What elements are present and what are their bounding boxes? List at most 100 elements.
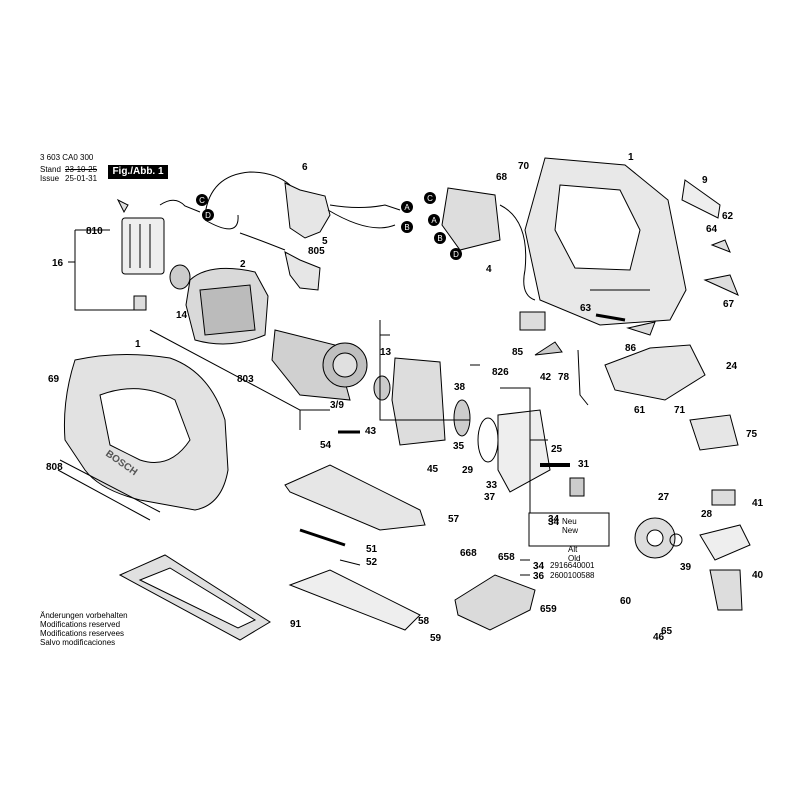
table-row-1-num: 34 [533, 561, 545, 572]
callout-63: 63 [580, 303, 592, 314]
callout-808: 808 [46, 462, 63, 473]
callout-2: 2 [240, 259, 246, 270]
table-new-label: Neu [562, 517, 577, 526]
callout-668: 668 [460, 548, 477, 559]
callout-69: 69 [48, 374, 60, 385]
connector-b-cable: B [401, 221, 413, 233]
svg-text:D: D [453, 250, 459, 259]
brush-holder-assembly [68, 198, 201, 311]
footer-line-en: Modifications reserved [40, 620, 121, 629]
armature [149, 329, 391, 430]
svg-text:A: A [404, 203, 410, 212]
saw-blade-guide [284, 464, 426, 631]
figure-label: Fig./Abb. 1 [108, 165, 168, 179]
table-old-label: Alt [568, 545, 578, 554]
callout-810: 810 [86, 226, 103, 237]
switch [441, 187, 536, 301]
callout-805: 805 [308, 246, 325, 257]
base-plate [118, 554, 271, 641]
callout-58: 58 [418, 616, 430, 627]
connector-c-switch: C [424, 192, 436, 204]
connector-c-left: C [196, 194, 208, 206]
svg-text:B: B [404, 223, 409, 232]
callout-42: 42 [540, 372, 552, 383]
callout-9: 9 [702, 175, 708, 186]
connector-d-left: D [202, 209, 214, 221]
callout-61: 61 [634, 405, 646, 416]
callout-65: 65 [661, 626, 673, 637]
callout-39: 39 [680, 562, 692, 573]
housing-half-left [57, 353, 229, 521]
callout-28: 28 [701, 509, 713, 520]
footer-line-de: Änderungen vorbehalten [40, 611, 128, 620]
callout-67: 67 [723, 299, 735, 310]
callout-27: 27 [658, 492, 670, 503]
callout-24: 24 [726, 361, 738, 372]
callout-38: 38 [454, 382, 466, 393]
base-shoe [454, 574, 536, 631]
table-new-label-en: New [562, 526, 578, 535]
callout-14: 14 [176, 310, 188, 321]
callout-64: 64 [706, 224, 718, 235]
callout-59: 59 [430, 633, 442, 644]
connector-d-switch: D [450, 248, 462, 260]
footer-line-es: Salvo modificaciones [40, 638, 116, 647]
table-row-2-num: 36 [533, 571, 545, 582]
svg-text:C: C [427, 194, 433, 203]
replacement-table: 34 Neu New Alt Old 34 2916640001 36 2600… [533, 517, 595, 582]
replacement-table-box [528, 512, 610, 547]
svg-text:B: B [437, 234, 442, 243]
callout-85: 85 [512, 347, 524, 358]
footer-line-fr: Modifications reservees [40, 629, 125, 638]
pins-and-screws [338, 179, 739, 497]
callout-40: 40 [752, 570, 764, 581]
connector-markers: C D A B C A B D [196, 192, 462, 260]
callout-37: 37 [484, 492, 496, 503]
callout-46: 46 [653, 632, 665, 643]
callout-5: 5 [322, 236, 328, 247]
housing-half-right [524, 157, 687, 326]
table-row-1-part: 2916640001 [550, 561, 595, 570]
callout-658: 658 [498, 552, 515, 563]
callout-13: 13 [380, 347, 392, 358]
power-cable [204, 171, 401, 291]
callout-70: 70 [518, 161, 530, 172]
callout-31: 31 [578, 459, 590, 470]
callout-57: 57 [448, 514, 460, 525]
table-old-label-en: Old [568, 554, 580, 563]
callout-16: 16 [52, 258, 64, 269]
callout-659: 659 [540, 604, 557, 615]
callout-35: 35 [453, 441, 465, 452]
connector-b-switch: B [434, 232, 446, 244]
connector-a-cable: A [401, 201, 413, 213]
callout-91: 91 [290, 619, 302, 630]
callout-25: 25 [551, 444, 563, 455]
callout-29: 29 [462, 465, 474, 476]
gear-wheel [634, 489, 751, 611]
stand-date: 23-10-25 [65, 165, 98, 174]
callout-41: 41 [752, 498, 764, 509]
callout-1: 1 [628, 152, 634, 163]
stand-label: Stand [40, 165, 61, 174]
callout-71: 71 [674, 405, 686, 416]
callout-60: 60 [620, 596, 632, 607]
gear-housing [379, 320, 600, 521]
callout-86: 86 [625, 343, 637, 354]
callout-62: 62 [722, 211, 734, 222]
svg-text:A: A [431, 216, 437, 225]
issue-label: Issue [40, 174, 60, 183]
callout-4: 4 [486, 264, 492, 275]
part-callouts: 1123/94569131416242527282931333435373839… [46, 152, 764, 644]
callout-33: 33 [486, 480, 498, 491]
table-new-num: 34 [548, 517, 560, 528]
callout-68: 68 [496, 172, 508, 183]
callout-54: 54 [320, 440, 332, 451]
connector-a-switch: A [428, 214, 440, 226]
callout-75: 75 [746, 429, 758, 440]
callout-45: 45 [427, 464, 439, 475]
callout-51: 51 [366, 544, 378, 555]
stator [169, 264, 269, 345]
callout-78: 78 [558, 372, 570, 383]
svg-text:D: D [205, 211, 211, 220]
